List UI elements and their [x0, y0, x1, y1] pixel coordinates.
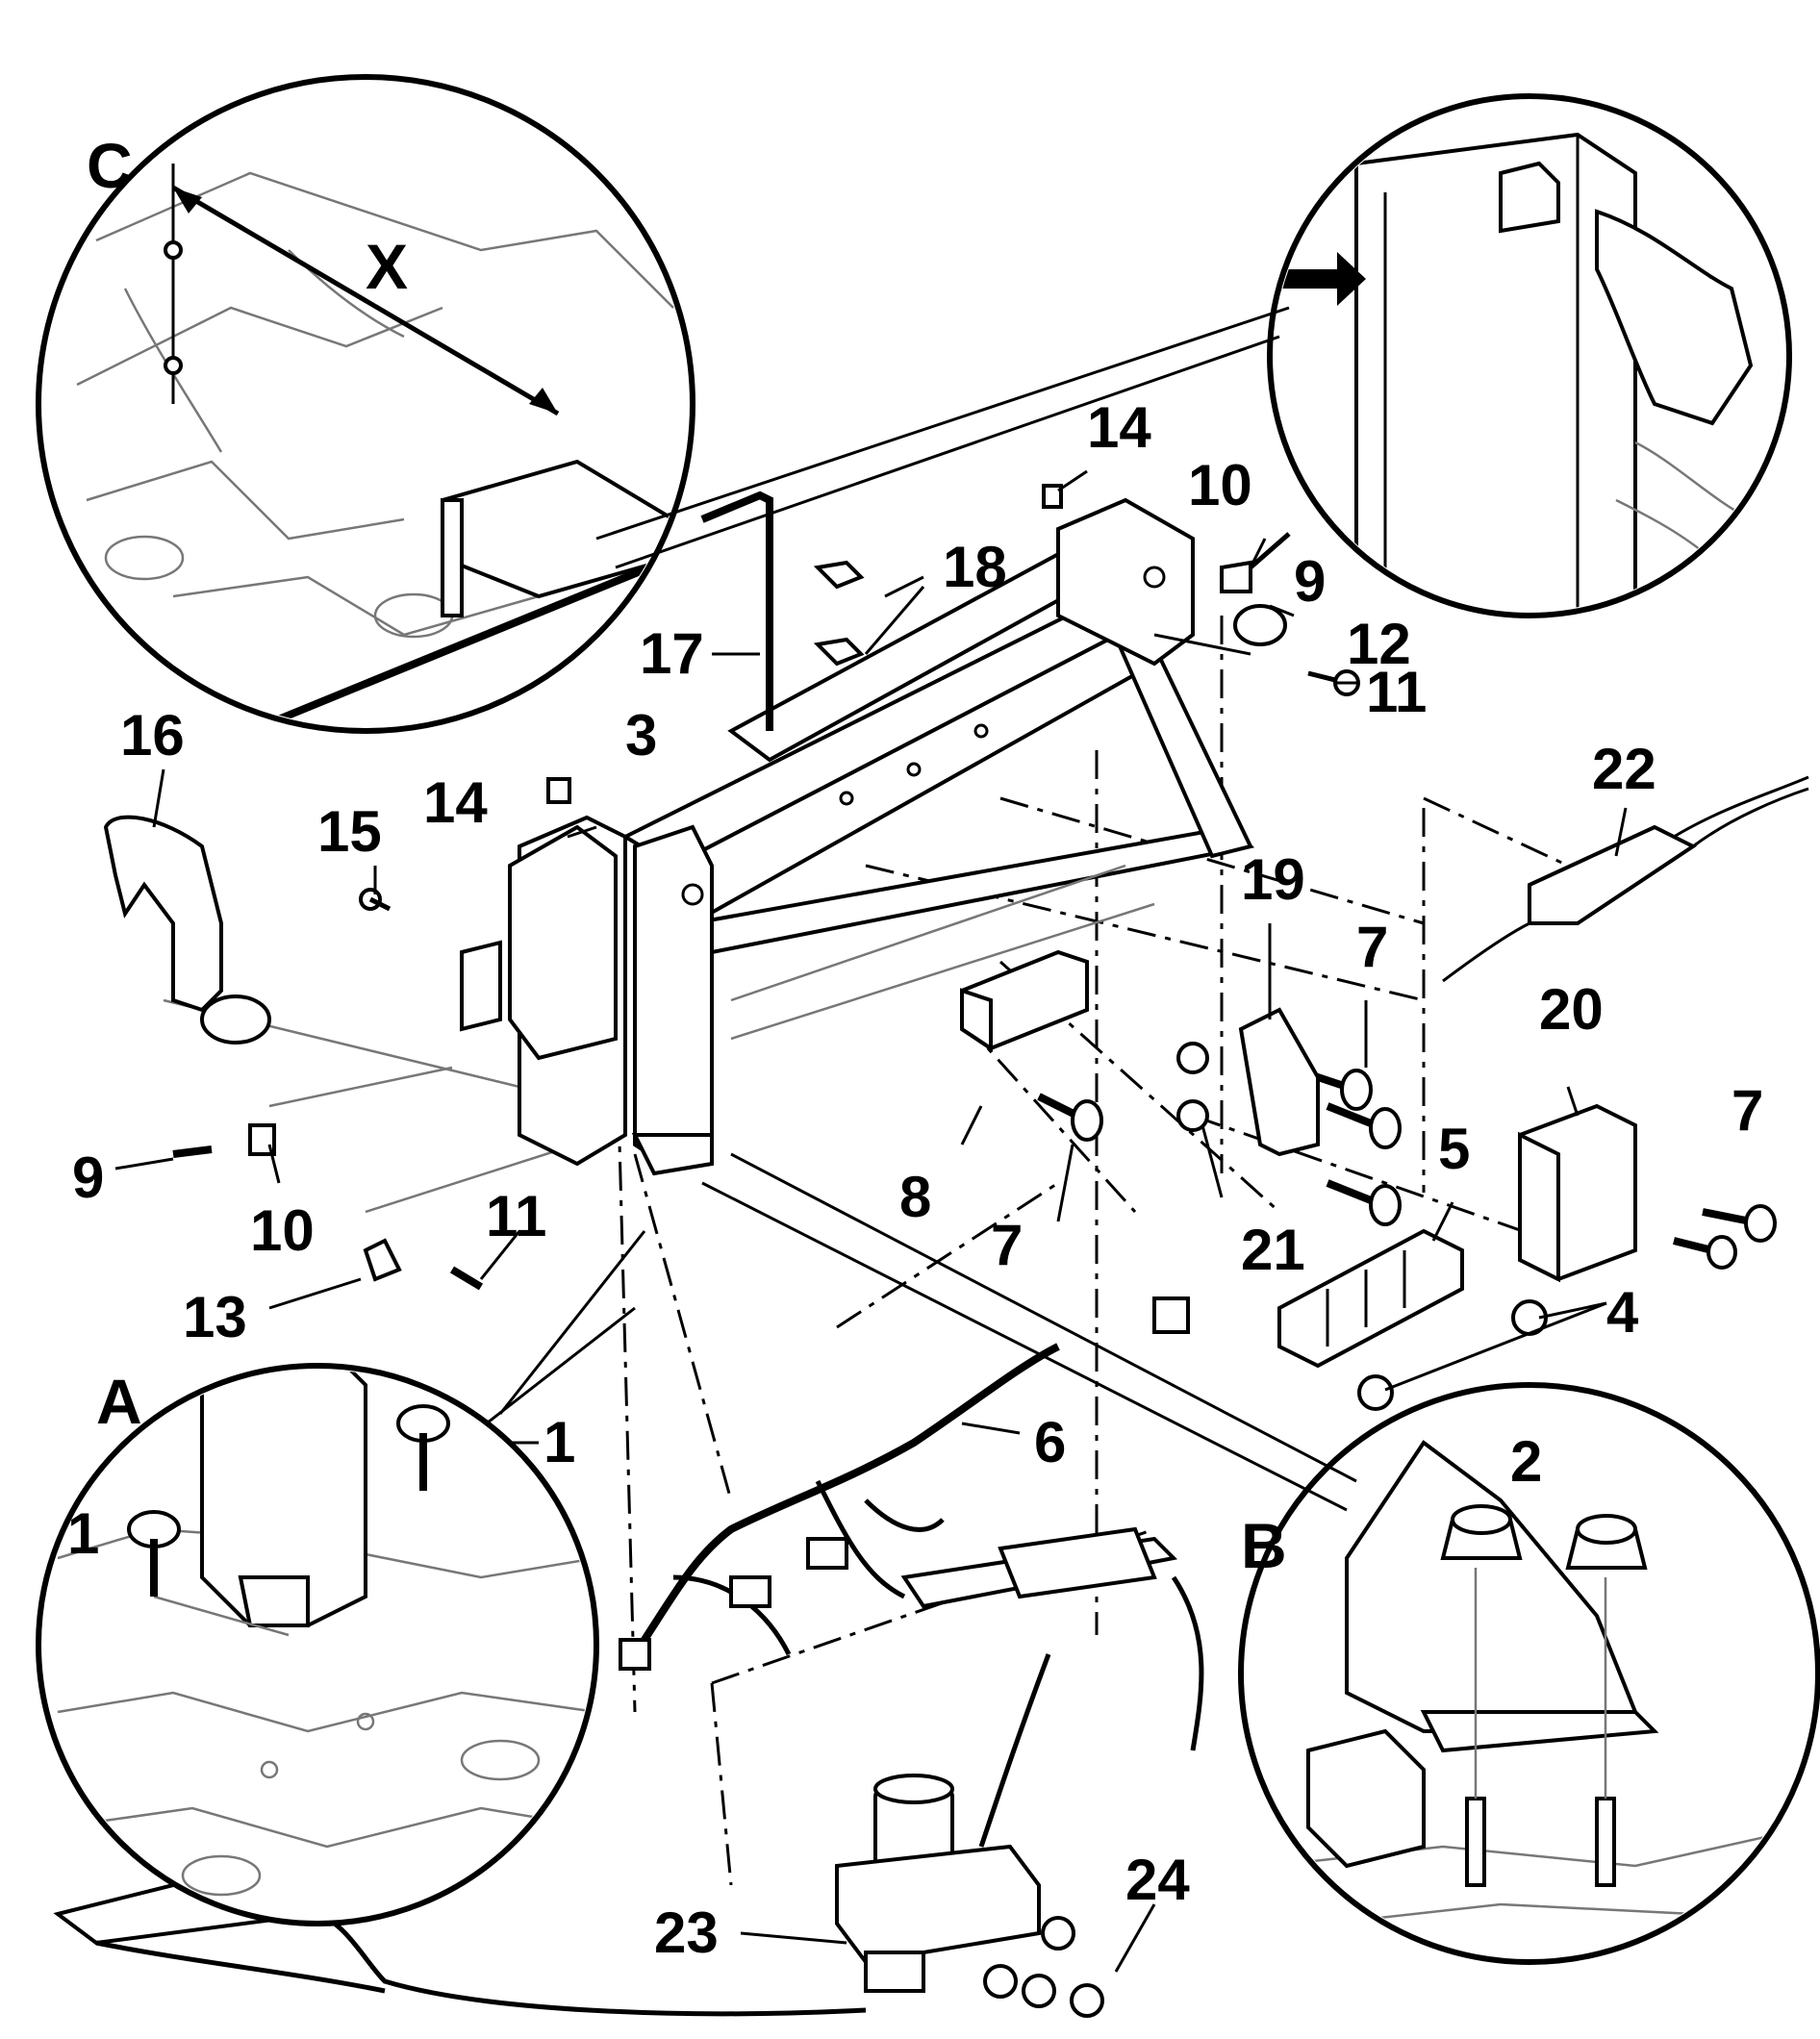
- callout-9-a: 9: [1294, 549, 1326, 614]
- part-19-bracket: [1238, 1007, 1320, 1157]
- callout-7-a: 7: [991, 1213, 1023, 1277]
- callout-15: 15: [317, 799, 382, 864]
- small-parts: [172, 484, 1063, 1291]
- part-7-bolts: [1037, 1064, 1777, 1270]
- callout-14-b: 14: [423, 770, 488, 835]
- callout-21: 21: [1241, 1218, 1305, 1282]
- part-16-strap: [103, 815, 271, 1045]
- callout-11-b: 11: [486, 1184, 546, 1248]
- callout-22: 22: [1592, 737, 1656, 801]
- callout-8: 8: [899, 1165, 931, 1229]
- callout-11-a: 11: [1366, 660, 1427, 724]
- left-bracket: [460, 777, 618, 1061]
- detail-view-c: C X: [36, 74, 695, 734]
- detail-label-b: B: [1241, 1510, 1287, 1581]
- callout-17: 17: [640, 621, 704, 686]
- callout-1-b: 1: [67, 1501, 99, 1566]
- callout-18: 18: [943, 535, 1007, 599]
- part-21-nuts: [1176, 1042, 1209, 1132]
- callout-3: 3: [625, 703, 657, 768]
- callout-16: 16: [120, 703, 185, 768]
- callout-6: 6: [1034, 1410, 1066, 1474]
- part-6-harness: [619, 1296, 1190, 1671]
- callout-20: 20: [1539, 977, 1604, 1042]
- lower-left-cylinder: [53, 1883, 867, 2017]
- detail-label-c: C: [87, 130, 133, 201]
- callout-7-c: 7: [1732, 1078, 1763, 1143]
- detail-view-a: A: [36, 1363, 599, 1926]
- part-4-nuts: [1357, 1299, 1548, 1411]
- callout-14-a: 14: [1087, 395, 1151, 460]
- part-22-sensor: [1442, 775, 1809, 983]
- detail-view-b: B: [701, 1152, 1820, 1965]
- detail-label-a: A: [96, 1366, 142, 1437]
- callout-13: 13: [183, 1285, 247, 1349]
- callout-9-b: 9: [72, 1145, 104, 1210]
- upper-right-hardware: [1220, 532, 1360, 696]
- callout-19: 19: [1241, 847, 1305, 912]
- part-17-hex-key: [700, 491, 773, 731]
- callout-1-a: 1: [543, 1410, 575, 1474]
- callout-10-b: 10: [250, 1198, 315, 1263]
- callout-numbers: 1 1 2 3 4 5 6 7 7 7 7 8 9 9 10 10 11 11 …: [67, 395, 1763, 1965]
- part-5-relay-block: [1277, 1228, 1464, 1369]
- part-23-pump: [835, 1526, 1204, 2018]
- callout-24: 24: [1125, 1848, 1190, 1912]
- callout-12: 12: [1347, 612, 1411, 676]
- callout-23: 23: [654, 1901, 719, 1965]
- part-20-control-box: [1518, 1103, 1637, 1283]
- callout-2: 2: [1510, 1429, 1542, 1494]
- part-18-clips: [813, 560, 865, 667]
- detail-view-arrow: [595, 93, 1792, 618]
- callout-7-b: 7: [1356, 915, 1388, 979]
- part-8-module: [960, 949, 1089, 1052]
- callout-4: 4: [1606, 1280, 1639, 1345]
- dimension-label-x: X: [366, 231, 408, 302]
- callout-10-a: 10: [1188, 453, 1252, 517]
- callout-5: 5: [1438, 1117, 1470, 1181]
